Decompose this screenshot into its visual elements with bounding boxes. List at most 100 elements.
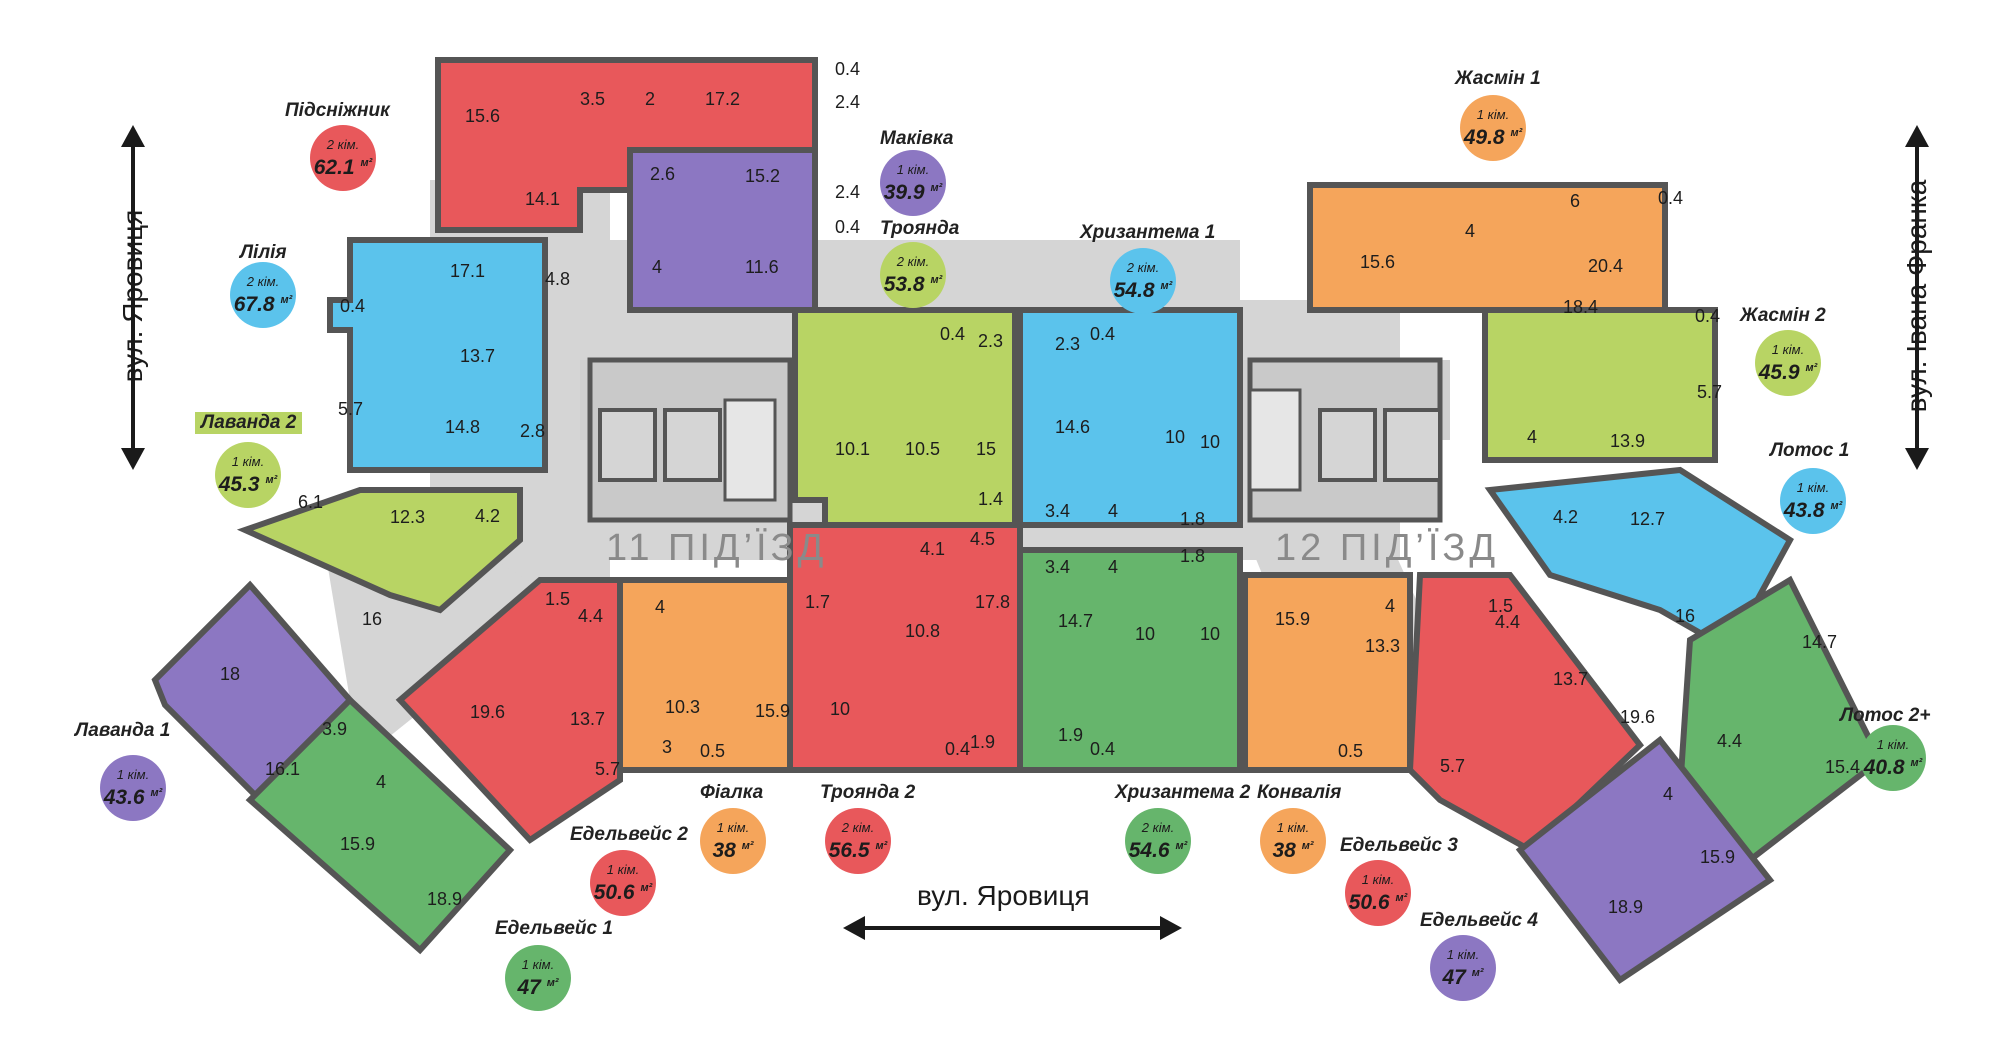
room-area-label: 12.3: [390, 507, 425, 527]
room-area-label: 3.4: [1045, 501, 1070, 521]
room-area-label: 1.9: [970, 732, 995, 752]
unit-name-label: Підсніжник: [285, 100, 390, 121]
unit-name-label: Едельвейс 2: [570, 824, 688, 845]
room-area-label: 0.4: [835, 217, 860, 237]
room-area-label: 20.4: [1588, 256, 1623, 276]
unit-name-label: Хризантема 1: [1080, 222, 1216, 243]
room-area-label: 18.4: [1563, 297, 1598, 317]
room-area-label: 2.3: [1055, 334, 1080, 354]
room-area-label: 17.1: [450, 261, 485, 281]
unit-area-badge: 1 кім.40.8 м²: [1860, 725, 1926, 791]
unit-area-text: 50.6 м²: [593, 881, 653, 904]
room-area-label: 4.4: [578, 606, 603, 626]
unit-area-badge: 1 кім.43.6 м²: [100, 755, 166, 821]
unit-area-text: 62.1 м²: [313, 156, 373, 179]
unit-name-label: Троянда: [880, 218, 960, 239]
room-area-label: 1.4: [978, 489, 1003, 509]
room-area-label: 13.7: [570, 709, 605, 729]
room-area-label: 10: [1200, 432, 1220, 452]
room-area-label: 1.5: [545, 589, 570, 609]
room-area-label: 15.2: [745, 166, 780, 186]
room-area-label: 19.6: [1620, 707, 1655, 727]
unit-area-badge: 1 кім.43.8 м²: [1780, 468, 1846, 534]
room-area-label: 14.7: [1802, 632, 1837, 652]
room-area-label: 0.4: [940, 324, 965, 344]
apt-edelveis-4: [1515, 735, 1775, 985]
room-area-label: 15.9: [340, 834, 375, 854]
unit-rooms-text: 2 кім.: [1141, 820, 1175, 835]
room-area-label: 5.7: [1440, 756, 1465, 776]
unit-area-text: 38 м²: [712, 839, 754, 862]
unit-name-label: Лілія: [240, 242, 287, 263]
unit-area-badge: 1 кім.50.6 м²: [1345, 860, 1411, 926]
unit-area-text: 54.6 м²: [1128, 839, 1188, 862]
street-bottom-label: вул. Яровиця: [917, 880, 1090, 911]
room-area-label: 1.5: [1488, 596, 1513, 616]
unit-area-badge: 1 кім.45.9 м²: [1755, 330, 1821, 396]
room-area-label: 4.8: [545, 269, 570, 289]
unit-area-badge: 1 кім.49.8 м²: [1460, 95, 1526, 161]
unit-area-text: 47 м²: [1442, 966, 1484, 989]
unit-area-unit: м²: [1471, 967, 1484, 979]
room-area-label: 1.8: [1180, 546, 1205, 566]
room-area-label: 4.4: [1717, 731, 1742, 751]
room-area-label: 16.1: [265, 759, 300, 779]
room-area-label: 4: [376, 772, 386, 792]
apt-zhasmin-1: [1307, 182, 1668, 313]
unit-name-label: Конвалія: [1257, 782, 1342, 803]
room-area-label: 5.7: [595, 759, 620, 779]
room-area-label: 1.8: [1180, 509, 1205, 529]
unit-name-label: Жасмін 1: [1455, 68, 1541, 89]
unit-name-label: Едельвейс 1: [495, 918, 613, 939]
unit-area-badge: 1 кім.38 м²: [1260, 808, 1326, 874]
unit-area-unit: м²: [1510, 127, 1523, 139]
room-area-label: 15.6: [465, 106, 500, 126]
unit-area-unit: м²: [741, 840, 754, 852]
room-area-label: 4: [652, 257, 662, 277]
room-area-label: 2.4: [835, 92, 860, 112]
room-area-label: 4: [1465, 221, 1475, 241]
unit-rooms-text: 2 кім.: [1126, 260, 1160, 275]
room-area-label: 10.1: [835, 439, 870, 459]
unit-rooms-text: 2 кім.: [326, 137, 360, 152]
unit-area-unit: м²: [1805, 362, 1818, 374]
right-street-arrow: [1905, 125, 1929, 470]
unit-rooms-text: 2 кім.: [896, 254, 930, 269]
room-area-label: 14.1: [525, 189, 560, 209]
room-area-label: 14.8: [445, 417, 480, 437]
room-area-label: 11.6: [745, 257, 779, 277]
unit-rooms-text: 2 кім.: [841, 820, 875, 835]
unit-area-text: 50.6 м²: [1348, 891, 1408, 914]
unit-rooms-text: 1 кім.: [1476, 107, 1510, 122]
room-area-label: 2.8: [520, 421, 545, 441]
unit-rooms-text: 1 кім.: [1876, 737, 1910, 752]
room-area-label: 18: [220, 664, 240, 684]
apt-troianda: [792, 307, 1018, 528]
street-left-label: вул. Яровиця: [117, 209, 148, 383]
unit-area-unit: м²: [1160, 280, 1173, 292]
unit-area-unit: м²: [640, 882, 653, 894]
room-area-label: 15.6: [1360, 252, 1395, 272]
unit-area-text: 38 м²: [1272, 839, 1314, 862]
room-area-label: 18.9: [427, 889, 462, 909]
room-area-label: 10: [1200, 624, 1220, 644]
unit-area-text: 39.9 м²: [883, 181, 943, 204]
apt-khryzantema-1: [1017, 307, 1243, 528]
room-area-label: 4: [1663, 784, 1673, 804]
core-12: [1247, 357, 1443, 523]
room-area-label: 0.4: [1090, 324, 1115, 344]
unit-rooms-text: 1 кім.: [521, 957, 555, 972]
unit-rooms-text: 1 кім.: [116, 767, 150, 782]
room-area-label: 4.2: [475, 506, 500, 526]
room-area-label: 13.9: [1610, 431, 1645, 451]
room-area-label: 16: [1675, 606, 1695, 626]
room-area-label: 10.5: [905, 439, 940, 459]
room-area-label: 10.8: [905, 621, 940, 641]
unit-rooms-text: 1 кім.: [1796, 480, 1830, 495]
unit-area-badge: 1 кім.45.3 м²: [215, 442, 281, 508]
room-area-label: 18.9: [1608, 897, 1643, 917]
unit-rooms-text: 1 кім.: [896, 162, 930, 177]
unit-area-unit: м²: [1301, 840, 1314, 852]
unit-area-text: 53.8 м²: [883, 273, 943, 296]
unit-area-badge: 2 кім.56.5 м²: [825, 808, 891, 874]
